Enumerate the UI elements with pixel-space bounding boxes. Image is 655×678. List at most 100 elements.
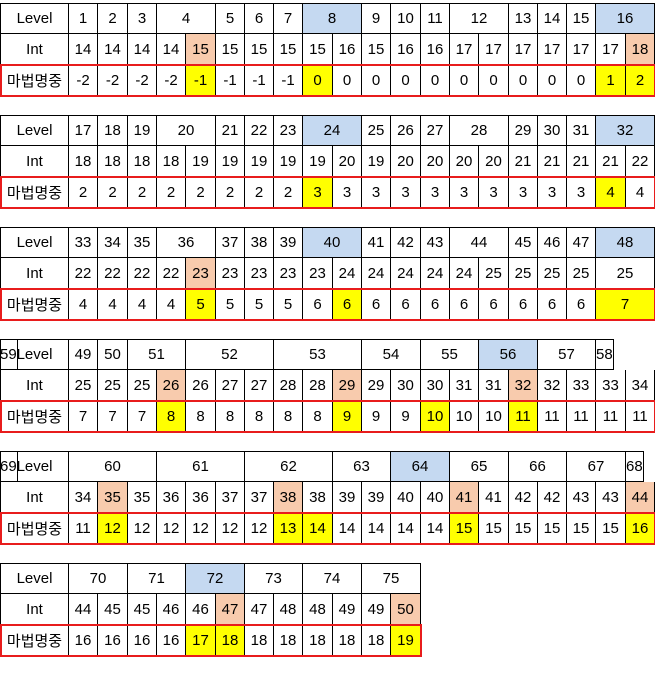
int-row-cell: 32 [509,370,538,401]
magic-accuracy-row-cell: 5 [186,289,216,320]
int-row-cell: 33 [596,370,626,401]
level-row-cell: 56 [479,339,538,370]
int-row-cell: 16 [333,34,362,65]
magic-accuracy-row-cell: 0 [333,65,362,96]
magic-accuracy-row-cell: 2 [626,65,655,96]
int-row-header: Int [0,594,69,625]
int-row-cell: 44 [626,482,655,513]
int-row-cell: 15 [274,34,303,65]
magic-accuracy-row-cell: 0 [421,65,450,96]
magic-accuracy-row-cell: 4 [626,177,655,208]
int-row-cell: 43 [567,482,596,513]
int-row-cell: 24 [391,258,421,289]
int-row-cell: 21 [509,146,538,177]
int-row-cell: 35 [128,482,157,513]
level-row-cell: 21 [216,115,245,146]
level-row-cell: 18 [98,115,128,146]
magic-accuracy-row-cell: 16 [69,625,98,656]
level-row-cell: 14 [538,3,567,34]
int-row-cell: 17 [567,34,596,65]
int-row-cell: 25 [567,258,596,289]
level-row-cell: 37 [216,227,245,258]
level-row-cell: 48 [596,227,655,258]
level-row-cell: 25 [362,115,391,146]
magic-accuracy-row-cell: 8 [245,401,274,432]
int-row-cell: 17 [596,34,626,65]
magic-accuracy-row-cell: 11 [567,401,596,432]
magic-accuracy-row-cell: 16 [157,625,186,656]
level-row-cell: 13 [509,3,538,34]
int-row-cell: 16 [421,34,450,65]
magic-accuracy-row-cell: 4 [157,289,186,320]
int-row-cell: 30 [391,370,421,401]
int-row-cell: 24 [333,258,362,289]
level-row-cell: 52 [186,339,274,370]
int-row-cell: 24 [362,258,391,289]
level-row-cell: 39 [274,227,303,258]
level-row-cell: 29 [509,115,538,146]
level-row-header: Level [0,451,69,482]
magic-accuracy-row-cell: 6 [479,289,509,320]
level-row-cell: 71 [128,563,186,594]
level-row-cell: 40 [303,227,362,258]
magic-accuracy-row-cell: 3 [509,177,538,208]
int-row-cell: 24 [421,258,450,289]
int-row-cell: 38 [303,482,333,513]
level-row-cell: 68 [626,451,644,482]
magic-accuracy-row-cell: 2 [245,177,274,208]
level-row-cell: 31 [567,115,596,146]
level-row-cell: 43 [421,227,450,258]
int-row-cell: 23 [216,258,245,289]
magic-accuracy-row-cell: 8 [303,401,333,432]
int-row-cell: 33 [567,370,596,401]
int-row-cell: 40 [391,482,421,513]
magic-accuracy-row-cell: 18 [333,625,362,656]
magic-accuracy-row-header: 마법명중 [0,401,69,432]
magic-accuracy-row-header: 마법명중 [0,177,69,208]
int-row-cell: 14 [157,34,186,65]
int-row-cell: 39 [362,482,391,513]
level-row-cell: 64 [391,451,450,482]
magic-accuracy-row-cell: 1 [596,65,626,96]
level-row-cell: 41 [362,227,391,258]
level-row-cell: 72 [186,563,245,594]
magic-accuracy-row-cell: 6 [391,289,421,320]
int-row-cell: 19 [274,146,303,177]
int-row-cell: 48 [274,594,303,625]
magic-accuracy-row-cell: 4 [98,289,128,320]
magic-accuracy-row-cell: 11 [596,401,626,432]
level-row-cell: 10 [391,3,421,34]
magic-accuracy-row-cell: 0 [303,65,333,96]
int-row-cell: 25 [538,258,567,289]
level-row-cell: 61 [157,451,245,482]
int-row-header: Int [0,146,69,177]
magic-accuracy-row-cell: 0 [450,65,479,96]
int-row-cell: 48 [303,594,333,625]
magic-accuracy-row-cell: 2 [98,177,128,208]
magic-accuracy-row-cell: -2 [128,65,157,96]
int-row-cell: 21 [538,146,567,177]
level-row-cell: 53 [274,339,362,370]
int-row-cell: 22 [69,258,98,289]
level-row-cell: 7 [274,3,303,34]
int-row-cell: 17 [450,34,479,65]
int-row-cell: 15 [245,34,274,65]
level-row-cell: 75 [362,563,421,594]
int-row-cell: 14 [98,34,128,65]
magic-accuracy-row-cell: 11 [69,513,98,544]
magic-accuracy-row-header: 마법명중 [0,289,69,320]
magic-accuracy-row-cell: 15 [509,513,538,544]
magic-accuracy-row-cell: 11 [509,401,538,432]
int-row-cell: 17 [509,34,538,65]
magic-accuracy-row-cell: 6 [567,289,596,320]
magic-accuracy-row-cell: 7 [596,289,655,320]
int-row-cell: 19 [362,146,391,177]
level-row-cell: 65 [450,451,509,482]
magic-accuracy-row-cell: 16 [626,513,655,544]
magic-accuracy-row-cell: 15 [596,513,626,544]
int-row-cell: 26 [186,370,216,401]
magic-accuracy-row-header: 마법명중 [0,65,69,96]
int-row-cell: 49 [362,594,391,625]
int-row-cell: 47 [245,594,274,625]
magic-accuracy-row-cell: 6 [509,289,538,320]
